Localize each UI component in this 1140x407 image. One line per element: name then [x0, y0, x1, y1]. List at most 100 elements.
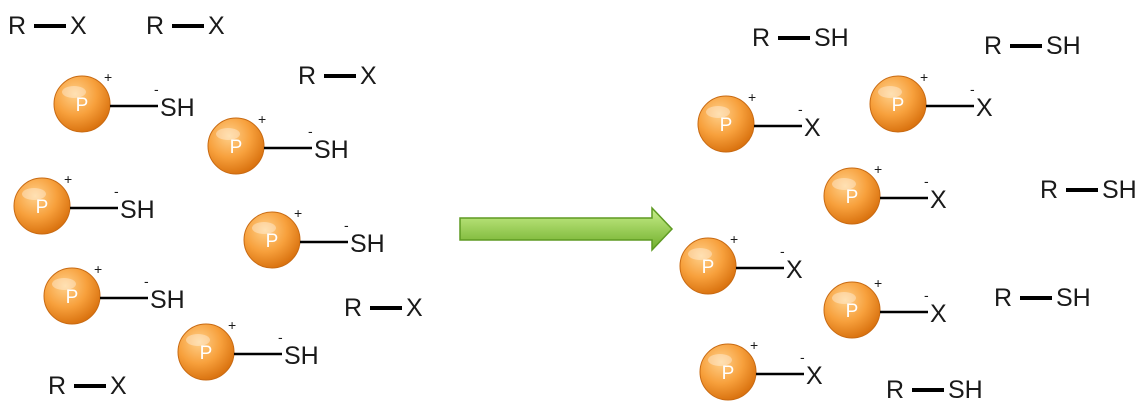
resin-bead: [823, 167, 881, 225]
bead-highlight: [706, 106, 730, 118]
resin-bead: [869, 75, 927, 133]
bead-highlight: [186, 334, 210, 346]
resin-bead: [13, 177, 71, 235]
bead-highlight: [878, 86, 902, 98]
bead-p-label: P: [722, 363, 735, 384]
bead-highlight: [708, 354, 732, 366]
bead-p-label: P: [266, 231, 279, 252]
bead-p-label: P: [720, 115, 733, 136]
r-label: R: [8, 12, 26, 40]
resin-bead: [43, 267, 101, 325]
plus-charge: +: [920, 69, 928, 85]
sh-label: SH: [1056, 284, 1091, 312]
bead-p-label: P: [230, 137, 243, 158]
minus-charge: -: [154, 81, 159, 97]
plus-charge: +: [258, 111, 266, 127]
sh-label: SH: [1046, 32, 1081, 60]
bead-p-label: P: [846, 187, 859, 208]
sh-label: SH: [1102, 176, 1137, 204]
plus-charge: +: [94, 261, 102, 277]
bead-p-label: P: [846, 301, 859, 322]
x-label: X: [208, 12, 225, 40]
r-label: R: [146, 12, 164, 40]
minus-charge: -: [114, 183, 119, 199]
sh-label: SH: [284, 342, 319, 370]
left-resin-group: P+-SH: [43, 261, 185, 325]
x-label: X: [976, 94, 993, 122]
x-label: X: [806, 362, 823, 390]
reaction-arrow: [459, 206, 674, 252]
minus-charge: -: [800, 349, 805, 365]
r-label: R: [1040, 176, 1058, 204]
right-resin-group: P + -X: [697, 89, 821, 153]
plus-charge: +: [748, 89, 756, 105]
bead-highlight: [688, 248, 712, 260]
right-resin-group: P + -X: [823, 275, 947, 339]
minus-charge: -: [344, 217, 349, 233]
bead-p-label: P: [200, 343, 213, 364]
x-label: X: [70, 12, 87, 40]
bead-highlight: [832, 292, 856, 304]
resin-bead: [177, 323, 235, 381]
sh-label: SH: [350, 230, 385, 258]
bead-highlight: [52, 278, 76, 290]
x-label: X: [804, 114, 821, 142]
plus-charge: +: [874, 275, 882, 291]
minus-charge: -: [278, 329, 283, 345]
plus-charge: +: [294, 205, 302, 221]
plus-charge: +: [228, 317, 236, 333]
sh-label: SH: [814, 24, 849, 52]
bead-p-label: P: [66, 287, 79, 308]
bead-highlight: [62, 86, 86, 98]
minus-charge: -: [798, 101, 803, 117]
sh-label: SH: [948, 376, 983, 404]
r-label: R: [344, 294, 362, 322]
plus-charge: +: [64, 171, 72, 187]
right-resin-group: P+-X: [869, 69, 993, 133]
resin-bead: [823, 281, 881, 339]
bead-p-label: P: [36, 197, 49, 218]
x-label: X: [360, 62, 377, 90]
minus-charge: -: [780, 243, 785, 259]
sh-label: SH: [314, 136, 349, 164]
plus-charge: +: [104, 69, 112, 85]
bead-highlight: [22, 188, 46, 200]
right-resin-group: P + -X: [699, 337, 823, 401]
plus-charge: +: [750, 337, 758, 353]
resin-bead: [679, 237, 737, 295]
minus-charge: -: [308, 123, 313, 139]
r-label: R: [48, 372, 66, 400]
bead-highlight: [832, 178, 856, 190]
x-label: X: [930, 186, 947, 214]
x-label: X: [786, 256, 803, 284]
x-label: X: [406, 294, 423, 322]
right-free-molecule: R SH: [1040, 176, 1137, 204]
left-resin-group: P + -SH: [243, 205, 385, 269]
x-label: X: [110, 372, 127, 400]
x-label: X: [930, 300, 947, 328]
sh-label: SH: [150, 286, 185, 314]
left-resin-group: P+-SH: [53, 69, 195, 133]
bead-p-label: P: [702, 257, 715, 278]
sh-label: SH: [120, 196, 155, 224]
resin-bead: [243, 211, 301, 269]
right-resin-group: P+-X: [823, 161, 947, 225]
left-resin-group: P + -SH: [13, 171, 155, 235]
arrow-shape: [459, 206, 674, 252]
minus-charge: -: [924, 287, 929, 303]
resin-bead: [53, 75, 111, 133]
minus-charge: -: [924, 173, 929, 189]
resin-bead: [207, 117, 265, 175]
minus-charge: -: [970, 81, 975, 97]
sh-label: SH: [160, 94, 195, 122]
right-arrow-icon: [459, 206, 674, 252]
